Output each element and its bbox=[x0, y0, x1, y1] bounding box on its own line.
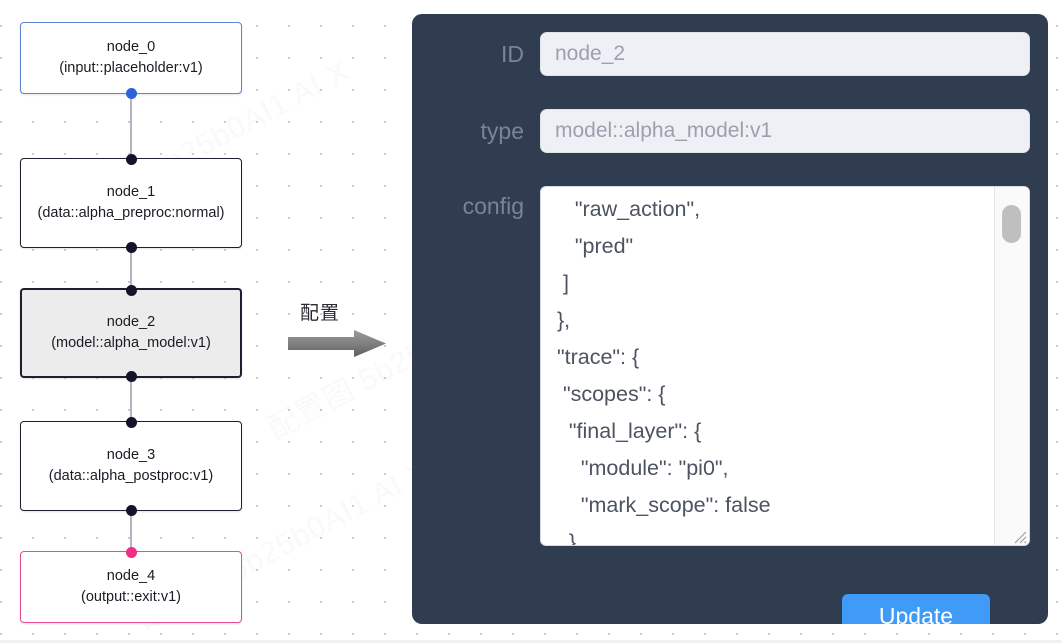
type-input[interactable]: model::alpha_model:v1 bbox=[540, 109, 1030, 153]
node-handle-source[interactable] bbox=[125, 504, 137, 516]
config-field-label: config bbox=[462, 193, 524, 219]
config-textarea-wrapper[interactable]: "raw_action", "pred" ] }, "trace": { "sc… bbox=[540, 186, 1030, 546]
node-title: node_3 bbox=[106, 447, 156, 463]
arrow-right-icon bbox=[288, 330, 386, 357]
edge-node0-node1 bbox=[130, 94, 132, 158]
edge-node3-node4 bbox=[130, 511, 132, 551]
node-title: node_4 bbox=[106, 568, 156, 584]
node-title: node_0 bbox=[106, 39, 156, 55]
update-button[interactable]: Update bbox=[842, 594, 990, 624]
node-handle-source[interactable] bbox=[125, 87, 137, 99]
node-title: node_2 bbox=[106, 314, 156, 330]
config-scrollbar[interactable] bbox=[994, 187, 1029, 545]
node-subtitle: (output::exit:v1) bbox=[81, 589, 181, 605]
node-config-panel: ID node_2 type model::alpha_model:v1 con… bbox=[412, 14, 1048, 624]
node-handle-target[interactable] bbox=[125, 416, 137, 428]
id-input[interactable]: node_2 bbox=[540, 32, 1030, 76]
transition-arrow-group: 配置 bbox=[288, 298, 398, 360]
node-subtitle: (data::alpha_postproc:v1) bbox=[48, 468, 214, 484]
node-handle-target[interactable] bbox=[125, 284, 137, 296]
node-subtitle: (data::alpha_preproc:normal) bbox=[37, 205, 225, 221]
graph-node-node_2[interactable]: node_2 (model::alpha_model:v1) bbox=[20, 284, 242, 382]
type-field-label: type bbox=[480, 118, 524, 144]
edge-node1-node2 bbox=[130, 248, 132, 288]
page-bottom-edge bbox=[0, 640, 1062, 643]
field-row-type: type model::alpha_model:v1 bbox=[430, 109, 1030, 153]
transition-caption: 配置 bbox=[300, 303, 341, 324]
graph-node-node_4[interactable]: node_4 (output::exit:v1) bbox=[20, 546, 242, 623]
config-textarea[interactable]: "raw_action", "pred" ] }, "trace": { "sc… bbox=[556, 197, 771, 546]
config-scrollbar-thumb[interactable] bbox=[1002, 205, 1021, 243]
graph-node-node_3[interactable]: node_3 (data::alpha_postproc:v1) bbox=[20, 416, 242, 516]
graph-node-node_1[interactable]: node_1 (data::alpha_preproc:normal) bbox=[20, 153, 242, 253]
node-subtitle: (input::placeholder:v1) bbox=[59, 60, 203, 76]
field-row-id: ID node_2 bbox=[430, 32, 1030, 76]
node-handle-target[interactable] bbox=[125, 153, 137, 165]
id-field-label: ID bbox=[501, 41, 524, 67]
field-row-config: config "raw_action", "pred" ] }, "trace"… bbox=[430, 186, 1030, 546]
resize-grip-icon[interactable] bbox=[1011, 528, 1027, 544]
node-title: node_1 bbox=[106, 184, 156, 200]
node-subtitle: (model::alpha_model:v1) bbox=[51, 335, 211, 351]
node-handle-source[interactable] bbox=[125, 241, 137, 253]
edge-node2-node3 bbox=[130, 378, 132, 421]
node-handle-source[interactable] bbox=[125, 370, 137, 382]
node-handle-target[interactable] bbox=[125, 546, 137, 558]
graph-node-node_0[interactable]: node_0 (input::placeholder:v1) bbox=[20, 22, 242, 99]
